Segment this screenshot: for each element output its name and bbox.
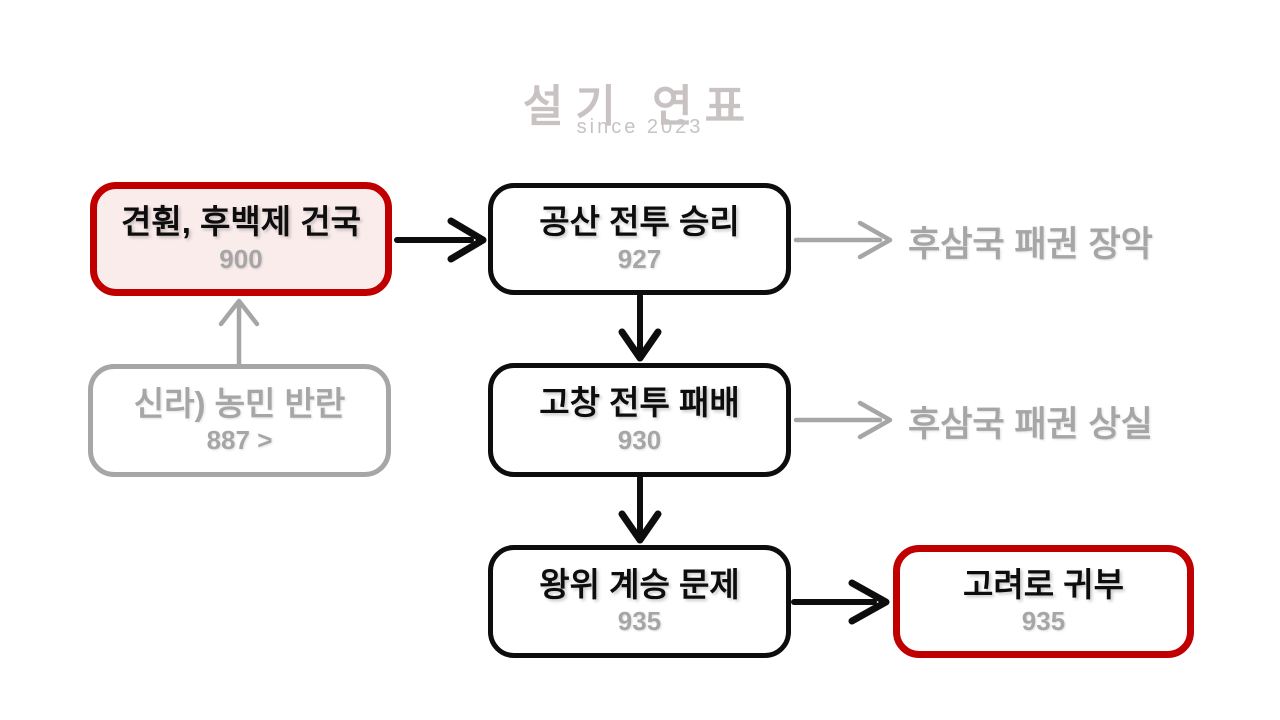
node-gochang: 고창 전투 패배 930 <box>488 363 791 477</box>
node-founding: 견훤, 후백제 건국 900 <box>90 182 392 296</box>
node-goryeo-year: 935 <box>1021 606 1066 637</box>
label-hegemony-loss: 후삼국 패권 상실 <box>908 405 1153 444</box>
label-hegemony-gain: 후삼국 패권 장악 <box>908 225 1153 264</box>
arrow-gongsan-to-gochang-icon <box>618 293 662 362</box>
node-goryeo-label: 고려로 귀부 <box>963 565 1124 603</box>
arrow-gochang-to-succession-icon <box>618 475 662 544</box>
node-founding-label: 견훤, 후백제 건국 <box>120 203 362 241</box>
page-title: 설기 연표 <box>522 82 758 131</box>
arrow-gochang-to-hegemony-loss-icon <box>793 400 893 440</box>
node-succession-year: 935 <box>617 606 662 637</box>
node-gochang-label: 고창 전투 패배 <box>539 384 740 422</box>
node-gongsan: 공산 전투 승리 927 <box>488 183 791 295</box>
node-founding-year: 900 <box>219 243 263 274</box>
node-silla-revolt-year: 887 > <box>206 425 273 456</box>
node-silla-revolt-label: 신라) 농민 반란 <box>133 384 346 422</box>
node-succession: 왕위 계승 문제 935 <box>488 545 791 658</box>
node-succession-label: 왕위 계승 문제 <box>539 565 740 603</box>
arrow-succession-to-goryeo-icon <box>791 579 890 625</box>
node-goryeo: 고려로 귀부 935 <box>893 545 1194 658</box>
node-gongsan-label: 공산 전투 승리 <box>539 203 740 241</box>
node-silla-revolt: 신라) 농민 반란 887 > <box>88 364 391 477</box>
arrow-silla-to-founding-icon <box>218 298 260 367</box>
node-gongsan-year: 927 <box>617 243 662 274</box>
arrow-founding-to-gongsan-icon <box>394 217 487 263</box>
node-gochang-year: 930 <box>617 424 662 455</box>
arrow-gongsan-to-hegemony-gain-icon <box>793 220 893 260</box>
page-subtitle: since 2023 <box>576 116 704 138</box>
